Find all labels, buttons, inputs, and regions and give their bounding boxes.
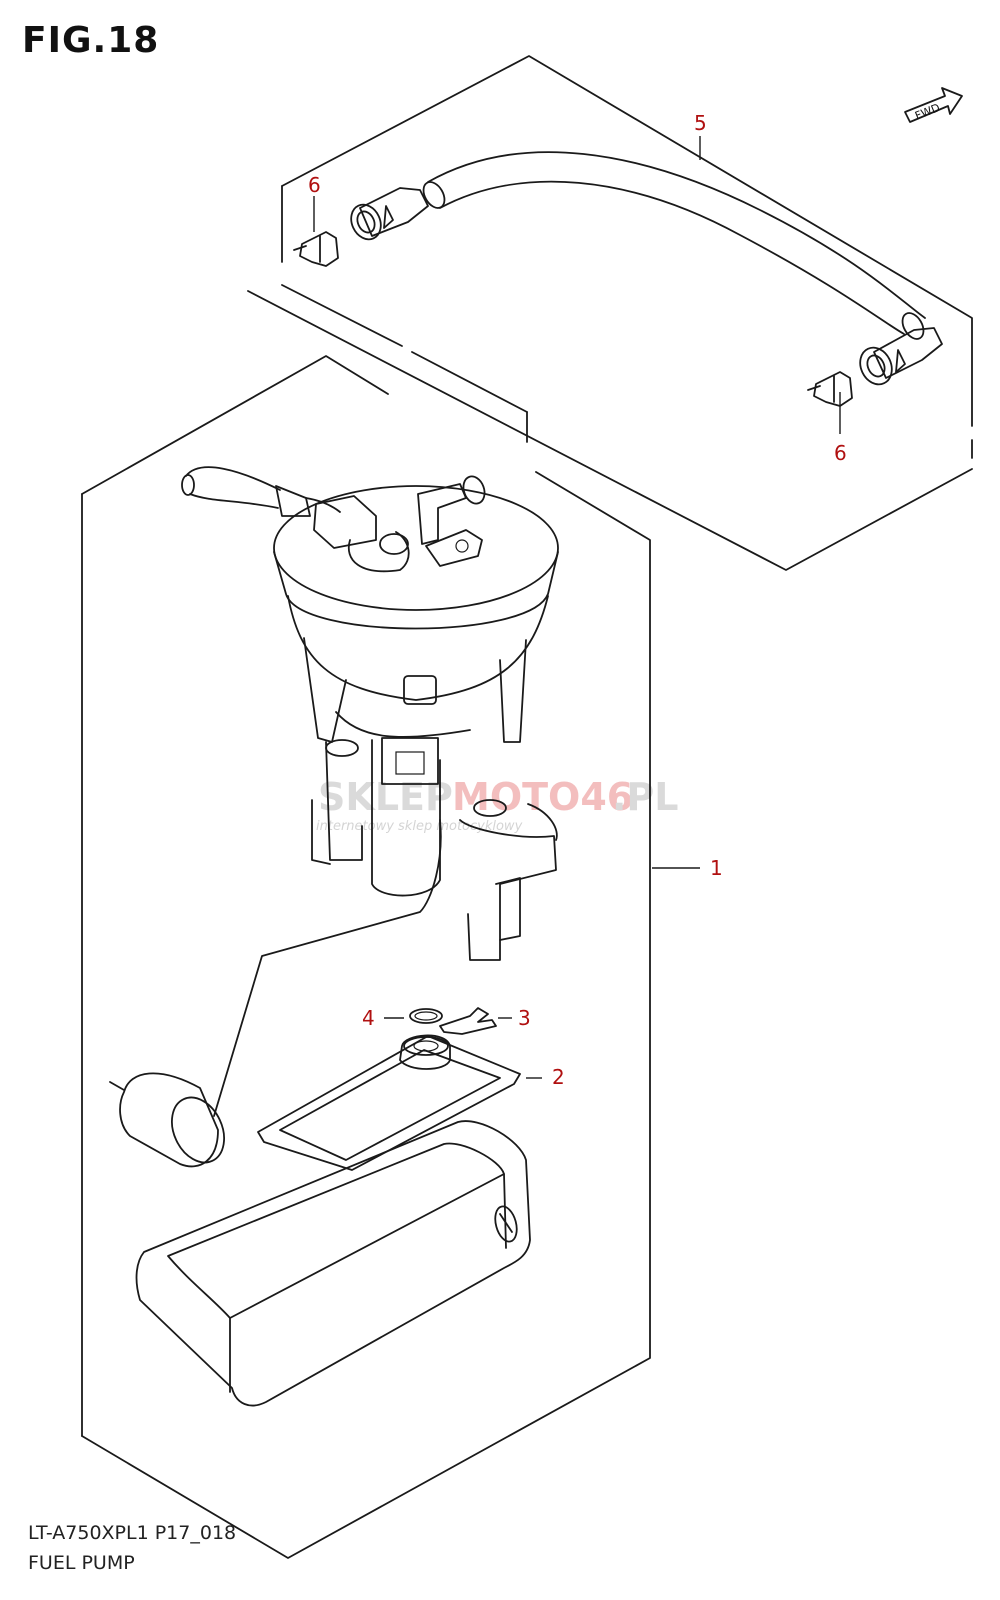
figure-title: FIG.18: [22, 20, 160, 61]
section-name: FUEL PUMP: [28, 1552, 135, 1574]
watermark-part-c: .PL: [612, 775, 679, 819]
watermark: SKLEP MOTO46 .PL internetowy sklep motoc…: [316, 775, 679, 834]
callout-6-top: 6: [308, 173, 321, 197]
fuel-filter: [257, 1034, 521, 1171]
fwd-label: FWD: [913, 101, 942, 123]
hose-clip-right: [807, 371, 853, 407]
fuel-hose: [350, 151, 943, 386]
leader-lines: [313, 136, 841, 1079]
pump-assembly-box: [81, 355, 651, 1559]
callout-3: 3: [518, 1006, 531, 1030]
callout-4: 4: [362, 1006, 375, 1030]
hose-assembly-box: [247, 55, 973, 571]
retaining-clip: [439, 1007, 497, 1035]
callout-1: 1: [710, 856, 723, 880]
fwd-arrow-icon: FWD: [904, 87, 963, 123]
hose-clip-left: [293, 231, 339, 267]
diagram-footer: LT-A750XPL1 P17_018 FUEL PUMP: [28, 1518, 236, 1578]
callout-labels: 5 6 6 1 2 3 4: [308, 111, 847, 1089]
watermark-part-a: SKLEP: [318, 775, 453, 819]
callout-5: 5: [694, 111, 707, 135]
fuel-pump-unit: [109, 466, 559, 1168]
callout-6-bottom: 6: [834, 441, 847, 465]
watermark-tagline: internetowy sklep motocyklowy: [316, 819, 523, 834]
callout-2: 2: [552, 1065, 565, 1089]
o-ring: [409, 1008, 443, 1024]
fuel-pump-tray: [135, 1120, 531, 1407]
model-code: LT-A750XPL1 P17_018: [28, 1522, 237, 1544]
